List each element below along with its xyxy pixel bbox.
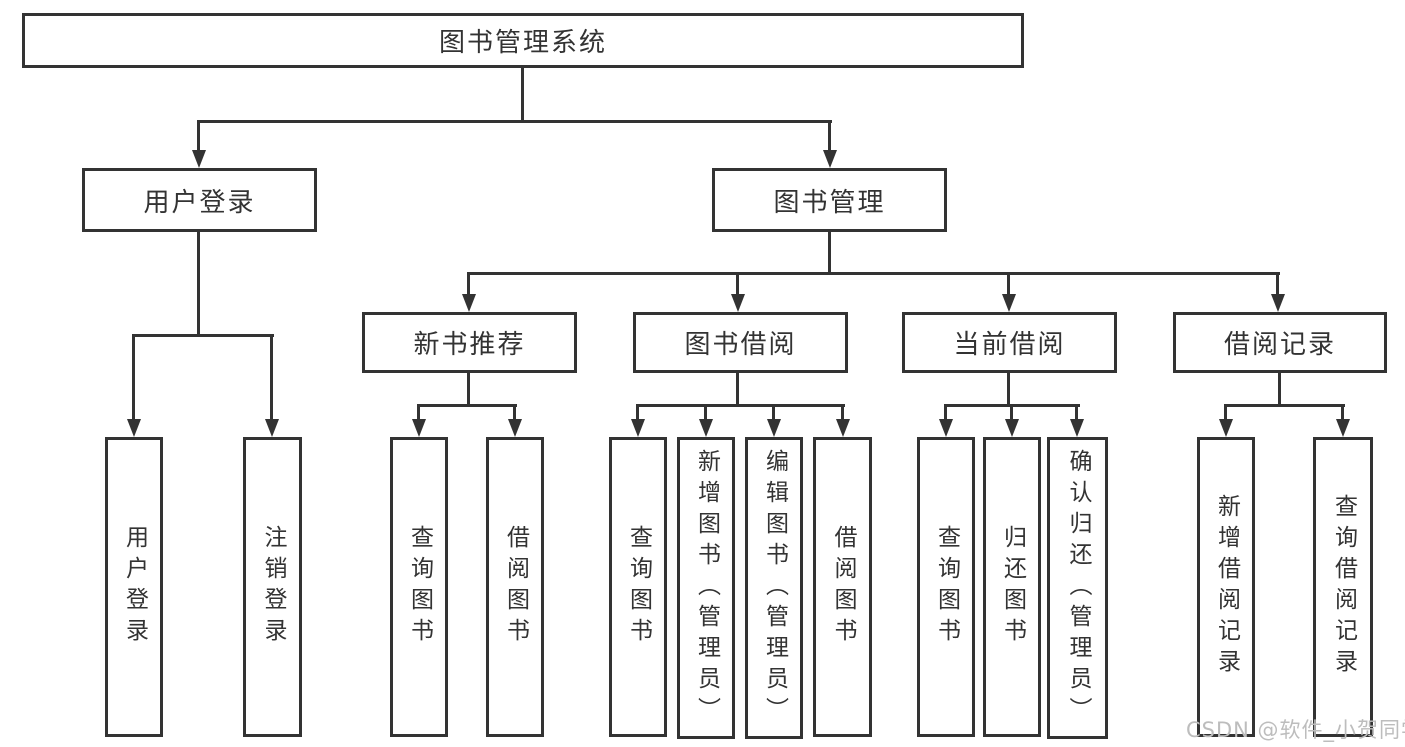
arrowhead-down-icon — [1002, 294, 1016, 312]
node-current-borrowing: 当前借阅 — [902, 312, 1117, 373]
leaf-add-books-admin: 新增图书（管理员） — [677, 437, 735, 739]
node-label: 图书借阅 — [684, 330, 797, 360]
leaf-label: 查询借阅记录 — [1330, 494, 1357, 680]
leaf-query-books-borrow: 查询图书 — [609, 437, 667, 737]
node-label: 借阅记录 — [1223, 330, 1336, 360]
leaf-label: 查询图书 — [625, 525, 652, 649]
connector-book-mgmt-stub — [828, 232, 831, 274]
node-label: 图书管理系统 — [438, 28, 607, 58]
connector-user-login-rail — [132, 334, 274, 337]
leaf-confirm-return-admin: 确认归还（管理员） — [1047, 437, 1108, 739]
connector-leaf-drop — [513, 405, 516, 422]
arrowhead-down-icon — [508, 419, 522, 437]
arrowhead-down-icon — [265, 419, 279, 437]
leaf-edit-books-admin: 编辑图书（管理员） — [745, 437, 803, 739]
node-label: 用户登录 — [143, 187, 256, 218]
arrowhead-down-icon — [823, 150, 837, 168]
leaf-add-borrow-record: 新增借阅记录 — [1197, 437, 1255, 737]
arrowhead-down-icon — [699, 419, 713, 437]
connector-book-borrow-stub — [736, 373, 739, 406]
connector-drop-borrow-record — [1276, 273, 1279, 296]
leaf-user-login: 用户登录 — [105, 437, 163, 737]
leaf-query-borrow-record: 查询借阅记录 — [1313, 437, 1373, 737]
node-label: 图书管理 — [773, 187, 886, 218]
connector-leaf-drop — [704, 405, 707, 422]
connector-leaf-drop — [636, 405, 639, 422]
leaf-label: 编辑图书（管理员） — [761, 448, 788, 728]
leaf-label: 借阅图书 — [830, 525, 856, 649]
connector-level3-rail — [467, 272, 1280, 275]
node-book-management: 图书管理 — [712, 168, 947, 232]
arrowhead-down-icon — [836, 419, 850, 437]
arrowhead-down-icon — [1271, 294, 1285, 312]
arrowhead-down-icon — [767, 419, 781, 437]
leaf-label: 确认归还（管理员） — [1065, 448, 1091, 728]
leaf-label: 查询图书 — [406, 525, 433, 649]
connector-drop-logout-leaf — [270, 335, 273, 422]
connector-new-book-rec-stub — [467, 373, 470, 406]
connector-leaf-drop — [1010, 405, 1013, 422]
node-label: 新书推荐 — [413, 330, 526, 360]
connector-borrow-record-rail — [1224, 404, 1345, 407]
leaf-borrow-books: 借阅图书 — [813, 437, 872, 737]
leaf-label: 注销登录 — [260, 525, 286, 649]
connector-user-login-stub — [197, 232, 200, 336]
connector-level2-rail — [197, 120, 832, 123]
connector-leaf-drop — [1075, 405, 1078, 422]
leaf-query-books-current: 查询图书 — [917, 437, 975, 737]
connector-leaf-drop — [944, 405, 947, 422]
leaf-return-books: 归还图书 — [983, 437, 1041, 737]
arrowhead-down-icon — [939, 419, 953, 437]
connector-drop-book-mgmt — [828, 121, 831, 152]
connector-leaf-drop — [1224, 405, 1227, 422]
connector-leaf-drop — [841, 405, 844, 422]
arrowhead-down-icon — [731, 294, 745, 312]
node-book-borrowing: 图书借阅 — [633, 312, 848, 373]
connector-leaf-drop — [417, 405, 420, 422]
leaf-label: 新增图书（管理员） — [693, 448, 720, 728]
arrowhead-down-icon — [192, 150, 206, 168]
node-user-login: 用户登录 — [82, 168, 317, 232]
arrowhead-down-icon — [462, 294, 476, 312]
connector-drop-login-leaf — [132, 335, 135, 422]
connector-new-book-rec-rail — [417, 404, 517, 407]
arrowhead-down-icon — [1336, 419, 1350, 437]
connector-drop-current-borrow — [1007, 273, 1010, 296]
leaf-label: 新增借阅记录 — [1213, 494, 1240, 680]
leaf-logout: 注销登录 — [243, 437, 302, 737]
connector-drop-new-book-rec — [467, 273, 470, 296]
csdn-watermark: CSDN @软件_小贺同学 — [1186, 718, 1405, 742]
arrowhead-down-icon — [1070, 419, 1084, 437]
node-library-management-system: 图书管理系统 — [22, 13, 1024, 68]
leaf-query-books-rec: 查询图书 — [390, 437, 448, 737]
leaf-label: 用户登录 — [121, 525, 148, 649]
node-borrowing-records: 借阅记录 — [1173, 312, 1387, 373]
arrowhead-down-icon — [1005, 419, 1019, 437]
arrowhead-down-icon — [127, 419, 141, 437]
leaf-borrow-books-rec: 借阅图书 — [486, 437, 544, 737]
connector-borrow-record-stub — [1278, 373, 1281, 406]
connector-drop-book-borrow — [736, 273, 739, 296]
connector-leaf-drop — [772, 405, 775, 422]
connector-root-stub — [521, 68, 524, 123]
leaf-label: 归还图书 — [999, 525, 1026, 649]
leaf-label: 查询图书 — [933, 525, 960, 649]
arrowhead-down-icon — [412, 419, 426, 437]
arrowhead-down-icon — [1219, 419, 1233, 437]
arrowhead-down-icon — [631, 419, 645, 437]
node-label: 当前借阅 — [953, 330, 1066, 360]
connector-book-borrow-rail — [636, 404, 845, 407]
connector-leaf-drop — [1341, 405, 1344, 422]
connector-drop-user-login — [197, 121, 200, 152]
leaf-label: 借阅图书 — [502, 525, 529, 649]
node-new-book-recommend: 新书推荐 — [362, 312, 577, 373]
connector-current-borrow-stub — [1007, 373, 1010, 406]
